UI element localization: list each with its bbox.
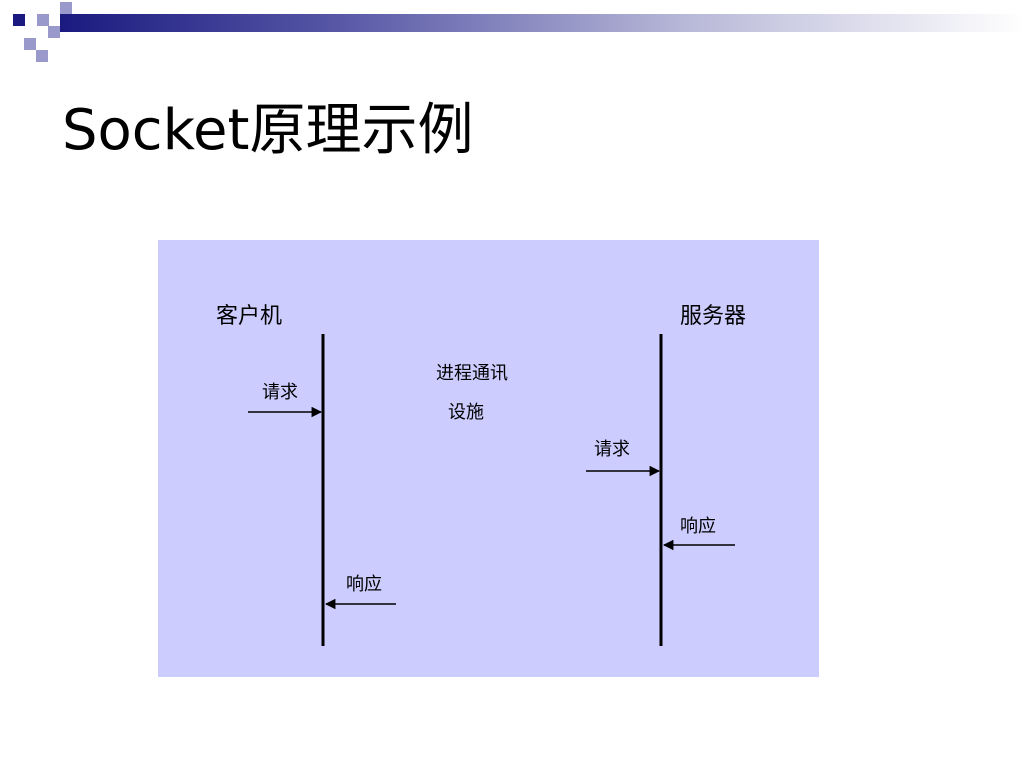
client-request-label: 请求 <box>262 382 298 403</box>
diagram-lines <box>248 334 735 646</box>
decor-square-light <box>48 26 60 38</box>
ipc-label-line1: 进程通讯 <box>436 363 508 384</box>
decor-square-light <box>24 38 36 50</box>
server-response-label: 响应 <box>680 516 716 537</box>
decor-square-light <box>36 50 48 62</box>
socket-diagram: 客户机 服务器 进程通讯 设施 请求 响应 请求 响应 <box>158 240 819 677</box>
client-response-label: 响应 <box>346 574 382 595</box>
server-label: 服务器 <box>680 304 747 329</box>
decor-square-light <box>60 2 72 14</box>
decor-square-dark <box>13 14 25 26</box>
slide-title: Socket原理示例 <box>62 98 474 163</box>
server-request-label: 请求 <box>594 439 630 460</box>
decor-square-light <box>37 14 49 26</box>
ipc-label-line2: 设施 <box>448 402 484 423</box>
client-label: 客户机 <box>216 304 283 329</box>
header-gradient-bar <box>60 14 1024 32</box>
